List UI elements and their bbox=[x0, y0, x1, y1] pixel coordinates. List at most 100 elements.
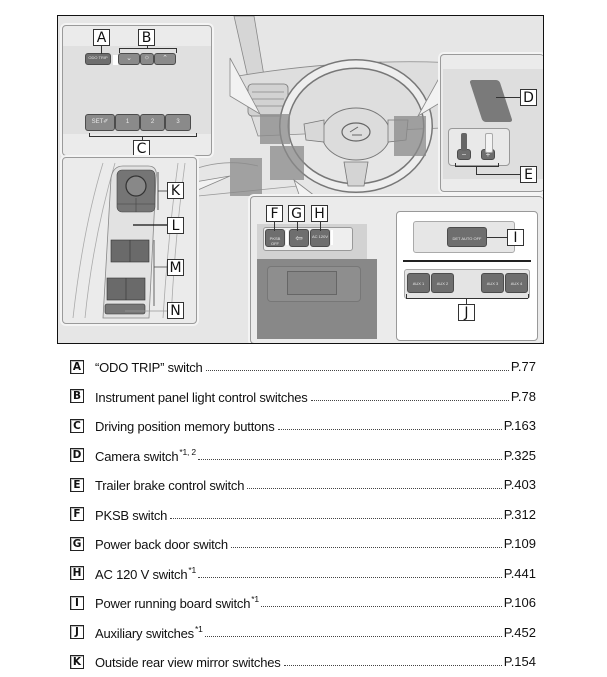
list-item: H AC 120 V switch*1 P.441 bbox=[70, 559, 536, 589]
item-letter-badge: H bbox=[70, 566, 84, 581]
list-item: G Power back door switch P.109 bbox=[70, 529, 536, 559]
item-label: AC 120 V switch bbox=[95, 566, 188, 582]
aux-4-key: AUX 4 bbox=[505, 273, 528, 293]
page-reference-link[interactable]: P.441 bbox=[503, 565, 536, 581]
dot-leader bbox=[170, 517, 502, 519]
aux-3-key: AUX 3 bbox=[481, 273, 504, 293]
callout-a: A bbox=[93, 29, 110, 46]
page-reference-link[interactable]: P.77 bbox=[510, 359, 536, 375]
item-letter-badge: E bbox=[70, 477, 84, 492]
item-label: Power back door switch bbox=[95, 537, 228, 553]
dashboard-illustration: ODO TRIP ⌄ ☼ ⌃ SET✐ 1 2 3 A B C − + bbox=[57, 15, 544, 344]
highlight-zone-abc bbox=[260, 114, 290, 144]
aux-2-key: AUX 2 bbox=[431, 273, 454, 293]
list-item: A “ODO TRIP” switch P.77 bbox=[70, 352, 536, 382]
item-label: Driving position memory buttons bbox=[95, 419, 275, 435]
dot-leader bbox=[277, 429, 502, 431]
callout-g: G bbox=[288, 205, 305, 222]
highlight-zone-klmn bbox=[230, 158, 262, 196]
callout-i: I bbox=[507, 229, 524, 246]
dot-leader bbox=[260, 606, 502, 608]
item-letter-badge: D bbox=[70, 448, 84, 463]
item-label: Power running board switch bbox=[95, 596, 251, 612]
callout-c: C bbox=[133, 140, 150, 155]
callout-m: M bbox=[167, 259, 184, 276]
item-label: Outside rear view mirror switches bbox=[95, 655, 281, 671]
dot-leader bbox=[198, 576, 502, 578]
window-lock-switch bbox=[104, 303, 146, 315]
item-letter-badge: F bbox=[70, 507, 84, 522]
inset-door-switches: K L M N bbox=[62, 157, 197, 324]
item-label: Trailer brake control switch bbox=[95, 478, 245, 494]
dimmer-down-key: ⌄ bbox=[118, 53, 140, 65]
dot-leader bbox=[197, 458, 502, 460]
list-item: E Trailer brake control switch P.403 bbox=[70, 470, 536, 500]
dot-leader bbox=[204, 635, 502, 637]
inset-lower-console: PKSB OFF ⇦ AC 120V F G H DET AUTO OFF I … bbox=[250, 196, 543, 343]
aux-1-key: AUX 1 bbox=[407, 273, 430, 293]
dot-leader bbox=[283, 665, 502, 667]
page-reference-link[interactable]: P.109 bbox=[503, 536, 536, 552]
page-reference-link[interactable]: P.163 bbox=[503, 418, 536, 434]
item-label: Auxiliary switches bbox=[95, 625, 194, 641]
memory-2-key: 2 bbox=[140, 114, 165, 131]
item-footnote: *1 bbox=[195, 623, 203, 634]
item-label: Camera switch bbox=[95, 448, 179, 464]
list-item: I Power running board switch*1 P.106 bbox=[70, 588, 536, 618]
power-back-door-key: ⇦ bbox=[289, 229, 309, 247]
item-letter-badge: K bbox=[70, 654, 84, 669]
item-footnote: *1 bbox=[188, 564, 197, 575]
page-reference-link[interactable]: P.452 bbox=[503, 624, 536, 640]
highlight-zone-fgh bbox=[270, 146, 304, 180]
callout-j: J bbox=[458, 304, 475, 321]
callout-l: L bbox=[167, 217, 184, 234]
callout-k: K bbox=[167, 182, 184, 199]
item-letter-badge: A bbox=[70, 359, 84, 374]
dot-leader bbox=[310, 399, 509, 401]
dimmer-up-key: ⌃ bbox=[154, 53, 176, 65]
list-item: D Camera switch*1, 2 P.325 bbox=[70, 441, 536, 471]
lexus-emblem bbox=[341, 122, 371, 142]
page-reference-link[interactable]: P.312 bbox=[503, 506, 536, 522]
item-label: PKSB switch bbox=[95, 507, 168, 523]
dot-leader bbox=[230, 547, 502, 549]
dot-leader bbox=[205, 370, 509, 372]
callout-d: D bbox=[520, 89, 537, 106]
item-letter-badge: I bbox=[70, 595, 84, 610]
inset-camera-trailer: − + D E bbox=[440, 54, 543, 192]
list-item: F PKSB switch P.312 bbox=[70, 500, 536, 530]
page-reference-link[interactable]: P.78 bbox=[510, 388, 536, 404]
callout-e: E bbox=[520, 166, 537, 183]
callout-f: F bbox=[266, 205, 283, 222]
mirror-adjust-knob bbox=[125, 175, 147, 197]
dimmer-reset-key: ☼ bbox=[140, 53, 154, 65]
memory-3-key: 3 bbox=[165, 114, 191, 131]
page-reference-link[interactable]: P.106 bbox=[503, 595, 536, 611]
odo-trip-key: ODO TRIP bbox=[85, 53, 111, 65]
callout-b: B bbox=[138, 29, 155, 46]
list-item: K Outside rear view mirror switches P.15… bbox=[70, 647, 536, 677]
inset-meter-switches: ODO TRIP ⌄ ☼ ⌃ SET✐ 1 2 3 A B C bbox=[62, 25, 212, 156]
item-letter-badge: G bbox=[70, 536, 84, 551]
running-board-key: DET AUTO OFF bbox=[447, 227, 487, 247]
item-letter-badge: B bbox=[70, 389, 84, 404]
list-item: J Auxiliary switches*1 P.452 bbox=[70, 618, 536, 648]
list-item: B Instrument panel light control switche… bbox=[70, 382, 536, 412]
item-letter-badge: C bbox=[70, 418, 84, 433]
pksb-off-key: PKSB OFF bbox=[265, 229, 285, 247]
memory-set-key: SET✐ bbox=[85, 114, 115, 131]
dot-leader bbox=[247, 488, 502, 490]
item-label: “ODO TRIP” switch bbox=[95, 360, 203, 376]
switch-index-list: A “ODO TRIP” switch P.77 B Instrument pa… bbox=[70, 352, 536, 677]
highlight-zone-de bbox=[394, 116, 426, 156]
page-reference-link[interactable]: P.403 bbox=[503, 477, 536, 493]
item-footnote: *1, 2 bbox=[179, 446, 196, 457]
page-reference-link[interactable]: P.154 bbox=[503, 654, 536, 670]
callout-n: N bbox=[167, 302, 184, 319]
item-footnote: *1 bbox=[251, 594, 259, 605]
callout-h: H bbox=[311, 205, 328, 222]
ac-120v-key: AC 120V bbox=[310, 229, 330, 247]
page-reference-link[interactable]: P.325 bbox=[503, 447, 536, 463]
memory-1-key: 1 bbox=[115, 114, 140, 131]
list-item: C Driving position memory buttons P.163 bbox=[70, 411, 536, 441]
